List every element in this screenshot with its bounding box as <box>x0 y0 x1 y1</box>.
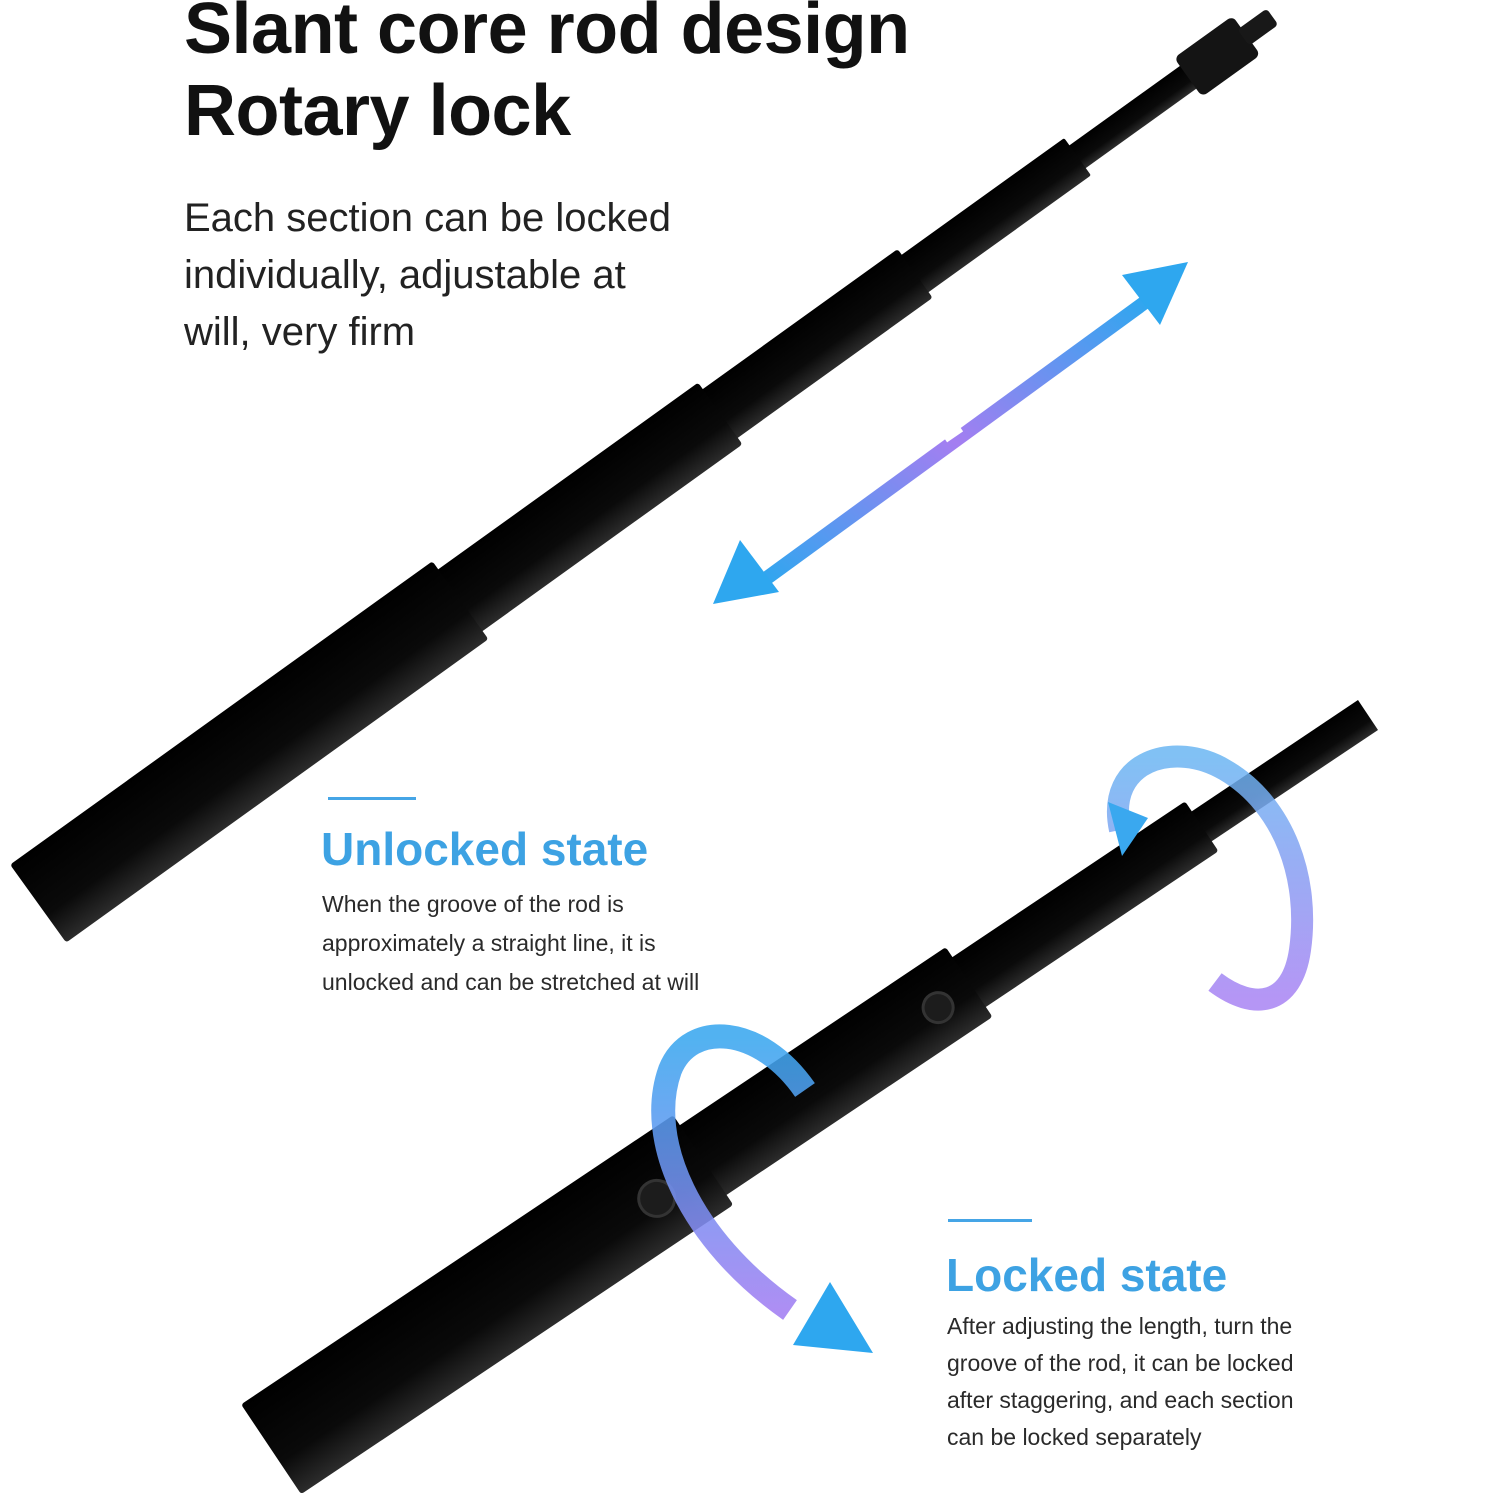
title-line-1: Slant core rod design <box>184 0 910 69</box>
unlocked-desc-line-2: approximately a straight line, it is <box>322 930 656 956</box>
locked-desc-line-2: groove of the rod, it can be locked <box>947 1350 1294 1376</box>
lead-line-1: Each section can be locked <box>184 196 671 240</box>
locked-desc-line-1: After adjusting the length, turn the <box>947 1313 1293 1339</box>
title-line-2: Rotary lock <box>184 71 571 151</box>
rod-section-4 <box>242 1116 733 1494</box>
rod-section-3 <box>663 250 932 466</box>
locked-divider <box>948 1219 1032 1222</box>
rod-section-2 <box>886 138 1091 303</box>
lock-pin <box>921 991 955 1025</box>
rod-section-4 <box>406 383 742 654</box>
rotate-arrow-icon <box>651 1024 873 1353</box>
rotate-arrow-icon <box>1107 745 1314 1011</box>
locked-desc-line-3: after staggering, and each section <box>947 1387 1294 1413</box>
locked-desc-line-4: can be locked separately <box>947 1424 1202 1450</box>
locked-title: Locked state <box>946 1249 1228 1301</box>
unlocked-divider <box>328 797 416 800</box>
unlocked-description: When the groove of the rod is approximat… <box>322 885 699 1002</box>
rod-section-2 <box>912 802 1218 1034</box>
rod-collar <box>1176 18 1259 95</box>
locked-description: After adjusting the length, turn the gro… <box>947 1308 1294 1456</box>
lead-text: Each section can be locked individually,… <box>184 190 744 361</box>
rod-section-5 <box>11 562 488 942</box>
rod-tip <box>1238 10 1277 45</box>
double-arrow-icon <box>713 262 1188 604</box>
unlocked-desc-line-3: unlocked and can be stretched at will <box>322 969 700 995</box>
unlocked-title: Unlocked state <box>321 823 649 875</box>
unlocked-desc-line-1: When the groove of the rod is <box>322 891 624 917</box>
lead-line-2: individually, adjustable at <box>184 253 626 297</box>
rod-section-3 <box>647 948 992 1217</box>
page-title: Slant core rod design Rotary lock <box>184 0 910 152</box>
upper-rod <box>11 10 1277 942</box>
lead-line-3: will, very firm <box>184 310 416 354</box>
